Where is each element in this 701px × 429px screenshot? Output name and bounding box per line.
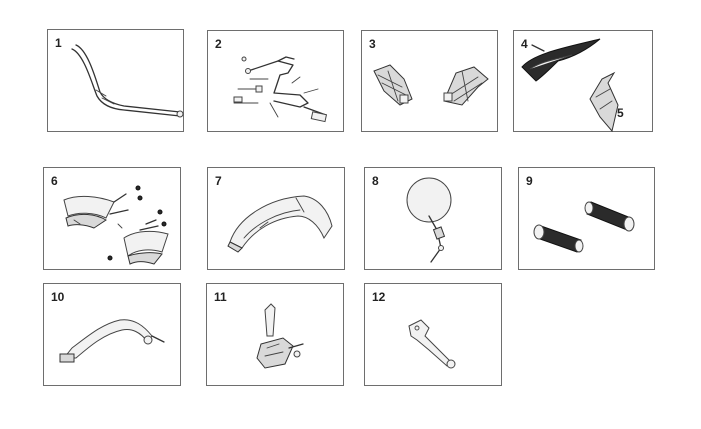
brake-lever-icon xyxy=(408,319,456,369)
hand-guards-icon xyxy=(63,185,169,265)
part-cell-11: 11 xyxy=(206,283,344,386)
front-fender-icon xyxy=(227,195,333,253)
grips-icon xyxy=(533,201,635,253)
part-cell-8: 8 xyxy=(364,167,502,270)
part-number-10: 10 xyxy=(51,290,65,304)
part-cell-3: 3 xyxy=(361,30,498,132)
part-number-2: 2 xyxy=(215,37,222,51)
part-number-9: 9 xyxy=(526,174,533,188)
side-panel-icon xyxy=(521,38,619,133)
footpeg-bracket-icon xyxy=(233,56,328,123)
part-cell-9: 9 xyxy=(518,167,655,270)
part-number-4: 4 xyxy=(521,37,528,51)
part-cell-4: 4 5 xyxy=(513,30,653,133)
part-cell-1: 1 xyxy=(47,29,184,132)
handlebar-icon xyxy=(71,44,184,118)
part-cell-6: 6 xyxy=(43,167,181,270)
part-number-8: 8 xyxy=(372,174,379,188)
part-number-1: 1 xyxy=(55,36,62,50)
clutch-lever-assembly-icon xyxy=(256,303,304,369)
part-number-3: 3 xyxy=(369,37,376,51)
part-cell-12: 12 xyxy=(364,283,502,386)
part-number-5: 5 xyxy=(617,106,624,120)
part-number-11: 11 xyxy=(214,290,227,304)
mirror-icon xyxy=(406,177,452,263)
part-number-12: 12 xyxy=(372,290,386,304)
part-cell-2: 2 xyxy=(207,30,344,132)
part-cell-7: 7 xyxy=(207,167,345,270)
part-cell-10: 10 xyxy=(43,283,181,386)
part-number-6: 6 xyxy=(51,174,58,188)
footpegs-icon xyxy=(373,64,489,106)
gear-lever-icon xyxy=(59,319,165,363)
part-number-7: 7 xyxy=(215,174,222,188)
